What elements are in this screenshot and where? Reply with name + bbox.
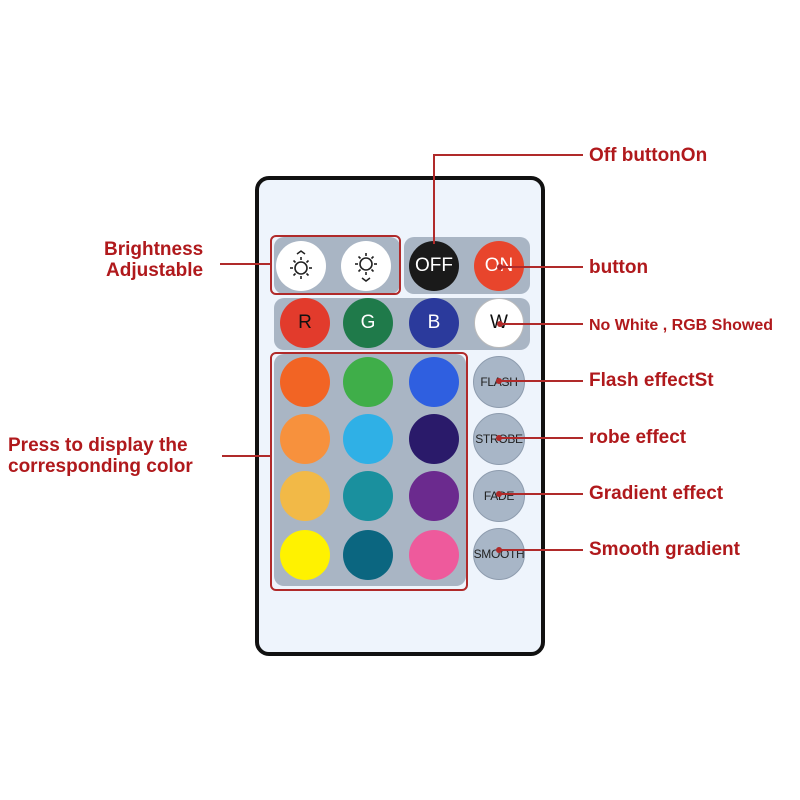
strobe-connector-dot <box>496 435 502 441</box>
brightness-down-icon <box>355 253 377 282</box>
no-white-label: No White , RGB Showed <box>589 317 773 334</box>
white-connector-dot <box>497 321 503 327</box>
color-button-8[interactable] <box>343 471 393 521</box>
color-button-10[interactable] <box>280 530 330 580</box>
color-grid-highlight-box <box>270 352 468 591</box>
color-button-9[interactable] <box>409 471 459 521</box>
color-button-6[interactable] <box>409 414 459 464</box>
flash-connector-dot <box>496 378 502 384</box>
brightness-down-button[interactable] <box>341 241 391 291</box>
color-button-3[interactable] <box>409 357 459 407</box>
brightness-connector <box>220 263 272 265</box>
color-button-12[interactable] <box>409 530 459 580</box>
color-button-11[interactable] <box>343 530 393 580</box>
smooth-connector-dot <box>496 547 502 553</box>
brightness-label-line2: Adjustable <box>106 260 204 281</box>
on-connector-dot <box>497 264 503 270</box>
color-button-2[interactable] <box>343 357 393 407</box>
brightness-highlight-box <box>270 235 401 295</box>
flash-connector <box>499 380 583 382</box>
red-button[interactable]: R <box>280 298 330 348</box>
fade-connector-dot <box>496 491 502 497</box>
on-connector <box>500 266 583 268</box>
off-connector-vertical <box>433 154 435 244</box>
press-label-line2: corresponding color <box>8 456 193 477</box>
press-label-line1: Press to display the <box>8 435 188 456</box>
smooth-button[interactable]: SMOOTH <box>473 528 525 580</box>
off-button[interactable]: OFF <box>409 241 459 291</box>
flash-effect-label: Flash effectSt <box>589 370 714 391</box>
color-button-7[interactable] <box>280 471 330 521</box>
smooth-effect-label: Smooth gradient <box>589 539 740 560</box>
fade-connector <box>499 493 583 495</box>
brightness-label-line1: Brightness <box>104 239 204 260</box>
color-button-5[interactable] <box>343 414 393 464</box>
off-connector-horizontal <box>433 154 583 156</box>
off-on-label: Off buttonOn <box>589 145 708 166</box>
white-connector <box>500 323 583 325</box>
brightness-up-button[interactable] <box>276 241 326 291</box>
fade-effect-label: Gradient effect <box>589 483 724 504</box>
brightness-up-icon <box>290 250 312 279</box>
strobe-effect-label: robe effect <box>589 427 687 448</box>
button-label: button <box>589 257 649 278</box>
color-button-4[interactable] <box>280 414 330 464</box>
strobe-connector <box>499 437 583 439</box>
color-grid-connector <box>222 455 272 457</box>
smooth-connector <box>499 549 583 551</box>
color-button-1[interactable] <box>280 357 330 407</box>
blue-button[interactable]: B <box>409 298 459 348</box>
green-button[interactable]: G <box>343 298 393 348</box>
